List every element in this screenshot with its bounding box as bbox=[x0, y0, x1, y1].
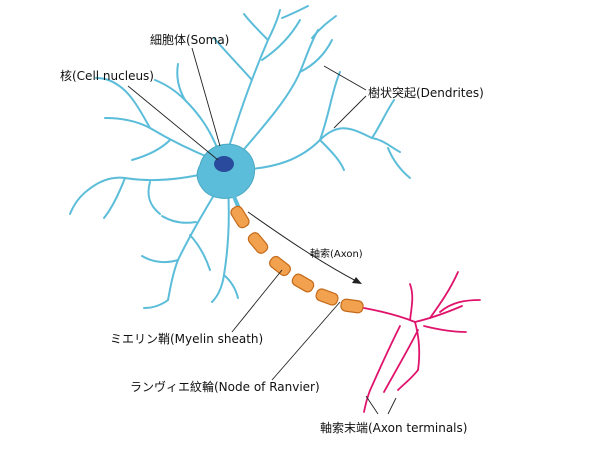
axon-direction-arrow bbox=[247, 211, 362, 284]
label-terminals: 軸索末端(Axon terminals) bbox=[320, 421, 467, 435]
label-myelin: ミエリン鞘(Myelin sheath) bbox=[110, 332, 263, 346]
nucleus bbox=[214, 156, 234, 172]
label-nucleus: 核(Cell nucleus) bbox=[60, 69, 154, 83]
terminals-leader bbox=[365, 395, 397, 415]
myelin-segment bbox=[291, 273, 315, 293]
myelin-segment bbox=[340, 298, 364, 314]
label-soma: 細胞体(Soma) bbox=[150, 33, 229, 47]
ranvier-leader bbox=[271, 301, 341, 381]
myelin-segment bbox=[230, 205, 250, 229]
myelin-segment bbox=[269, 255, 291, 277]
axon-terminals bbox=[363, 271, 481, 413]
axon-hillock bbox=[230, 190, 240, 208]
myelin-segment bbox=[247, 232, 269, 254]
myelin-leader bbox=[231, 269, 283, 333]
soma-leader bbox=[191, 47, 221, 147]
dendrites-leader bbox=[323, 65, 367, 129]
leader-lines bbox=[127, 47, 397, 415]
myelin-sheath bbox=[230, 205, 364, 314]
label-ranvier: ランヴィエ紋輪(Node of Ranvier) bbox=[130, 379, 320, 394]
dendrites bbox=[69, 5, 411, 309]
label-axon: 軸索(Axon) bbox=[310, 247, 363, 260]
label-dendrites: 樹状突起(Dendrites) bbox=[368, 85, 484, 100]
nucleus-leader bbox=[127, 85, 219, 161]
myelin-segment bbox=[315, 288, 339, 306]
